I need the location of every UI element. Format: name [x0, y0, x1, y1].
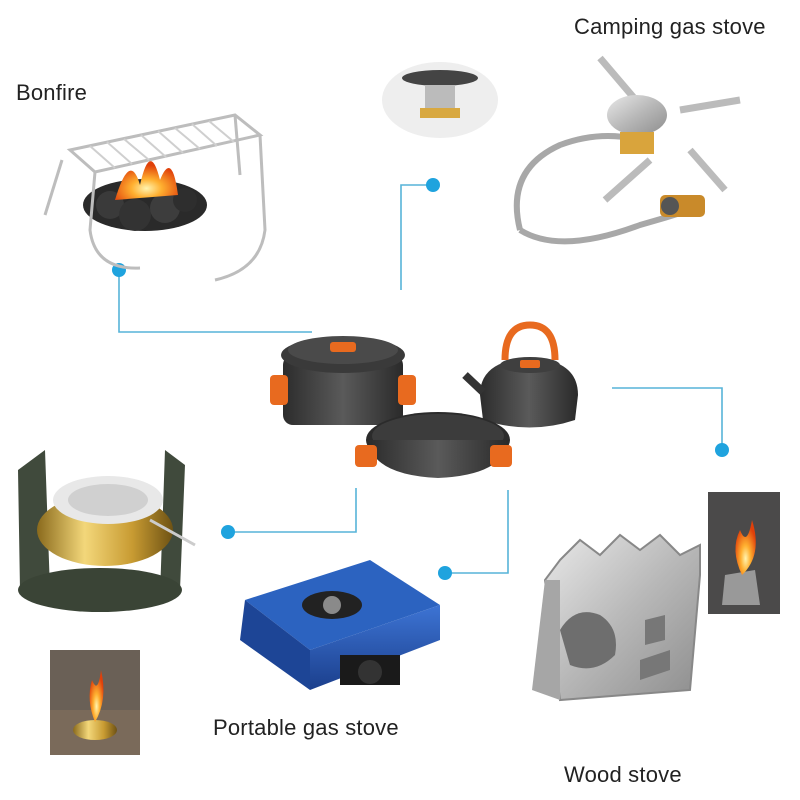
portable-gas-stove-icon	[240, 560, 440, 690]
connector-dot-alcohol	[221, 525, 235, 539]
connector-wood	[612, 387, 723, 448]
connector-dot-portable	[438, 566, 452, 580]
label-portable-gas-stove: Portable gas stove	[213, 715, 399, 740]
connector-dot-wood	[715, 443, 729, 457]
alcohol-stove-photo-icon	[50, 650, 140, 755]
connector-bonfire	[118, 270, 312, 333]
camping-stove-icon	[513, 55, 741, 245]
alcohol-stove-icon	[18, 450, 196, 612]
wood-stove-photo-icon	[708, 492, 780, 614]
label-camping-gas-stove: Camping gas stove	[574, 14, 766, 39]
label-wood-stove: Wood stove	[564, 762, 682, 787]
connector-dot-camping	[426, 178, 440, 192]
connector-portable	[445, 490, 509, 574]
camping-stove-inset-icon	[382, 62, 498, 138]
connector-alcohol	[230, 488, 357, 533]
cookware-set-icon	[270, 321, 578, 478]
wood-stove-icon	[532, 533, 701, 702]
grill-icon	[43, 113, 267, 282]
label-bonfire: Bonfire	[16, 80, 88, 105]
connector-camping	[400, 184, 433, 290]
